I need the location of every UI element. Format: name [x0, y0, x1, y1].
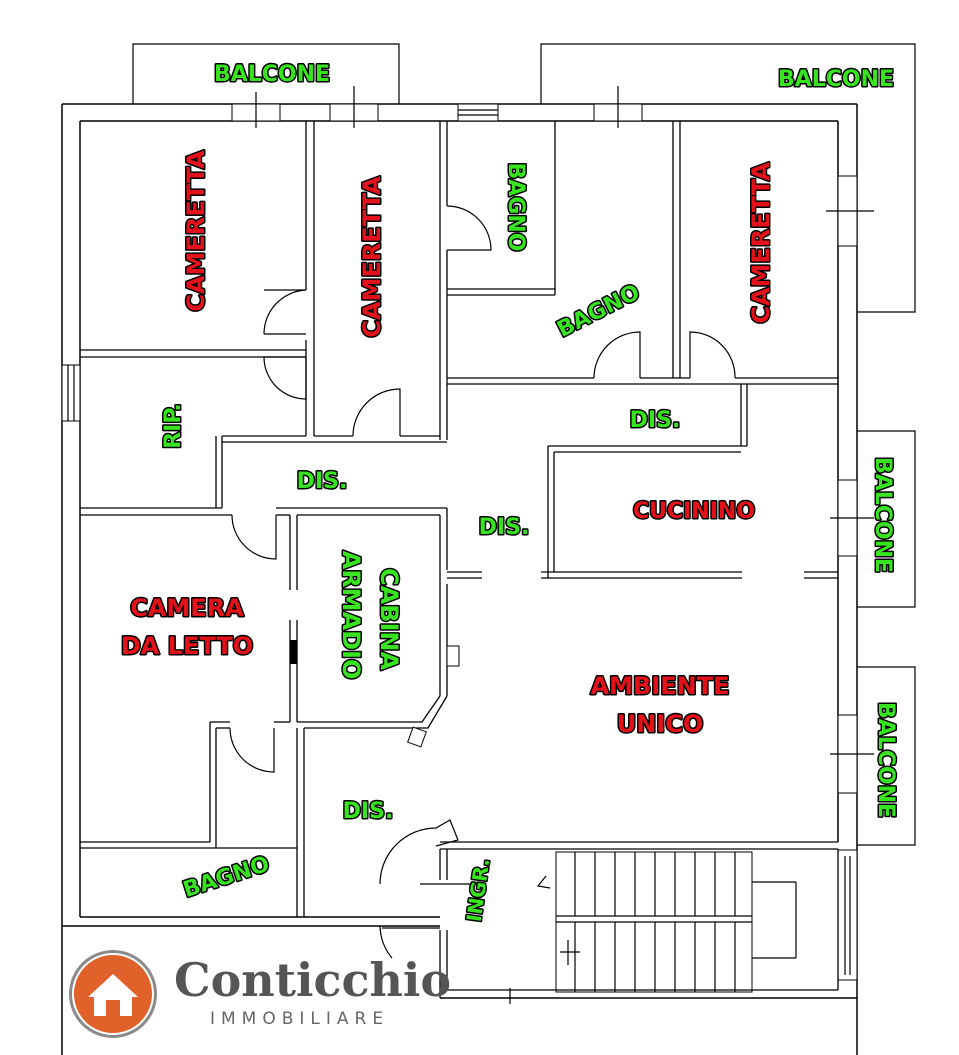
label-cameretta-1: CAMERETTA: [182, 150, 210, 312]
label-cabina-line1: CABINA: [375, 568, 403, 670]
label-cabina-line2: ARMADIO: [337, 551, 365, 680]
label-balcone-top-left: BALCONE: [214, 62, 330, 87]
room-labels: BALCONE BALCONE CAMERETTA CAMERETTA CAME…: [119, 61, 899, 925]
label-balcone-right-1: BALCONE: [870, 457, 895, 573]
label-ingr: INGR.: [462, 857, 495, 924]
brand-subtitle: IMMOBILIARE: [210, 1009, 389, 1029]
label-cucinino: CUCININO: [633, 499, 755, 524]
brand-name: Conticchio: [174, 953, 451, 1007]
label-ambiente-line2: UNICO: [617, 710, 704, 738]
label-balcone-top-right: BALCONE: [778, 67, 894, 92]
label-ambiente-line1: AMBIENTE: [591, 672, 730, 700]
brand-logo: Conticchio IMMOBILIARE: [69, 950, 451, 1038]
label-cameretta-2: CAMERETTA: [358, 176, 386, 338]
label-dis-4: DIS.: [343, 799, 394, 824]
staircase: [536, 851, 797, 993]
label-bagno-bottom: BAGNO: [180, 852, 272, 903]
label-dis-1: DIS.: [630, 408, 681, 433]
label-cameretta-3: CAMERETTA: [747, 162, 775, 324]
label-bagno-top: BAGNO: [503, 163, 528, 252]
label-dis-3: DIS.: [479, 515, 530, 540]
interior-walls: [80, 121, 839, 1004]
label-dis-2: DIS.: [297, 469, 348, 494]
label-rip: RIP.: [161, 403, 186, 449]
label-balcone-right-2: BALCONE: [873, 702, 898, 818]
house-icon: [88, 974, 138, 1016]
label-camera-line1: CAMERA: [130, 594, 244, 622]
balcony-outlines: [132, 43, 916, 846]
label-camera-line2: DA LETTO: [121, 632, 253, 660]
windows: [61, 86, 874, 981]
doors: [229, 205, 736, 959]
